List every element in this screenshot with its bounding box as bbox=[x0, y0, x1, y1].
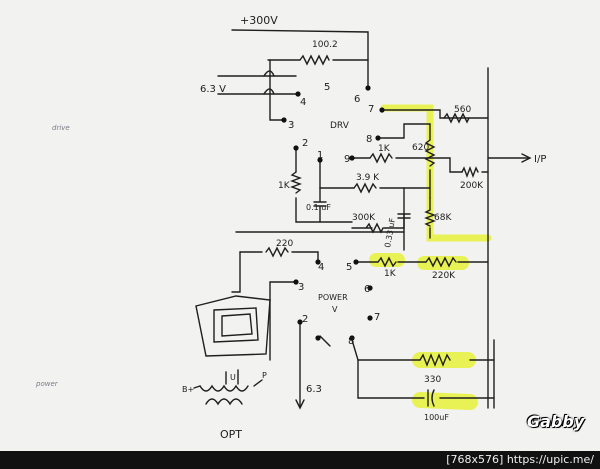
opt-label: OPT bbox=[220, 428, 242, 441]
r-200k-label: 200K bbox=[460, 181, 484, 191]
drv-pin-8-label: 8 bbox=[366, 134, 372, 145]
drv-pin-1-label: 1 bbox=[317, 150, 323, 161]
power-pin-3-label: 3 bbox=[298, 282, 304, 293]
power-pin-8-label: 8 bbox=[348, 336, 354, 347]
r-1k-b-label: 1K bbox=[278, 181, 291, 191]
power-pin-6-label: 6 bbox=[364, 284, 370, 295]
c-100-label: 100uF bbox=[424, 413, 449, 422]
r-620-label: 620 bbox=[412, 143, 429, 153]
drv-pin-7-label: 7 bbox=[368, 104, 374, 115]
footer-bar: [768x576] https://upic.me/ bbox=[0, 451, 600, 469]
power-pin-2-label: 2 bbox=[302, 314, 308, 325]
r-220-label: 220 bbox=[276, 239, 293, 249]
r-68k-label: 68K bbox=[434, 213, 452, 223]
power-pin-7-label: 7 bbox=[374, 312, 380, 323]
drv-pin-2-label: 2 bbox=[302, 138, 308, 149]
r-1k-c-label: 1K bbox=[384, 269, 397, 279]
labels: +300V 100.2 6.3 V 5 4 6 3 DRV 7 8 2 1 9 … bbox=[35, 14, 546, 441]
r-300k-label: 300K bbox=[352, 213, 376, 223]
r-1k-a-label: 1K bbox=[378, 144, 391, 154]
c-01-label: 0.1 uF bbox=[306, 203, 331, 212]
heater-label: 6.3 V bbox=[200, 84, 226, 95]
watermark-logo: Gabby bbox=[527, 412, 585, 431]
pin-6-label: 6 bbox=[354, 94, 360, 105]
drv-pin-9-label: 9 bbox=[344, 154, 350, 165]
footer-text: [768x576] https://upic.me/ bbox=[446, 453, 594, 466]
power-pin-4-label: 4 bbox=[318, 262, 324, 273]
opt-u-label: U bbox=[230, 373, 236, 382]
wiring bbox=[193, 29, 532, 410]
power-pin-5-label: 5 bbox=[346, 262, 352, 273]
r-560-label: 560 bbox=[454, 105, 471, 115]
r-220k-label: 220K bbox=[432, 271, 456, 281]
r-330-label: 330 bbox=[424, 375, 441, 385]
drive-note: drive bbox=[52, 124, 70, 132]
opt-p-label: P bbox=[262, 371, 267, 380]
pin-3-label: 3 bbox=[288, 120, 294, 131]
input-label: I/P bbox=[534, 154, 546, 165]
r-3-9k-label: 3.9 K bbox=[356, 173, 380, 183]
pin-5-label: 5 bbox=[324, 82, 330, 93]
power-tube-label: POWER bbox=[318, 293, 348, 302]
power-v-label: V bbox=[332, 305, 338, 314]
pin-4-label: 4 bbox=[300, 97, 306, 108]
opt-b-plus-label: B+ bbox=[182, 385, 194, 394]
power-note: power bbox=[35, 380, 59, 388]
pin-dots bbox=[281, 85, 385, 341]
drv-label: DRV bbox=[330, 121, 350, 131]
r-100-label: 100.2 bbox=[312, 40, 338, 50]
b-plus-label: +300V bbox=[240, 14, 278, 27]
heater-lower-label: 6.3 bbox=[306, 384, 322, 395]
